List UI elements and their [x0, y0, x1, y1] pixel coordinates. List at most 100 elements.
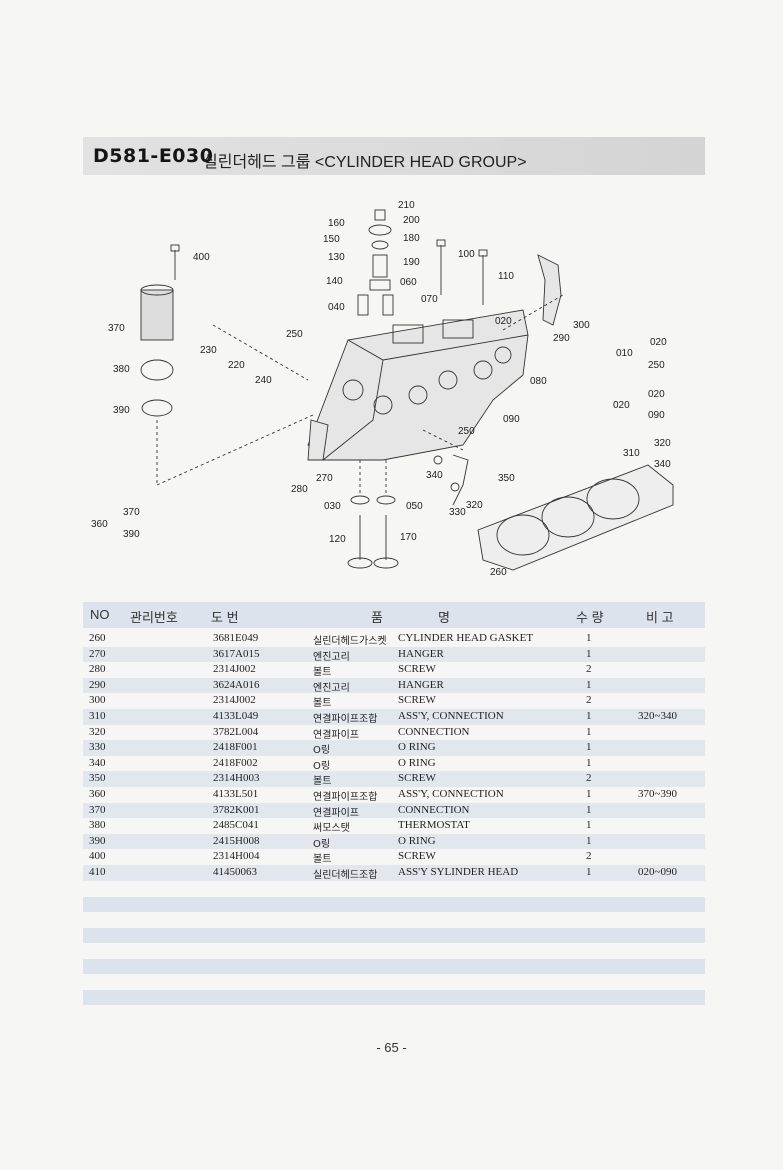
cell-qty: 1: [586, 865, 592, 878]
svg-text:080: 080: [530, 376, 547, 387]
svg-text:120: 120: [329, 534, 346, 545]
cell-qty: 1: [586, 756, 592, 769]
header-qty: 수 량: [576, 610, 604, 625]
cell-no: 290: [89, 678, 106, 691]
cell-qty: 1: [586, 834, 592, 847]
cell-part: 3681E049: [213, 632, 259, 644]
svg-text:050: 050: [406, 501, 423, 512]
cell-qty: 2: [586, 663, 592, 676]
svg-text:230: 230: [200, 345, 217, 356]
cell-qty: 1: [586, 678, 592, 691]
cell-qty: 1: [586, 787, 592, 800]
section-name: 실린더헤드 그룹 <CYLINDER HEAD GROUP>: [203, 154, 527, 171]
cell-qty: 2: [586, 772, 592, 785]
cell-en: CONNECTION: [398, 725, 470, 738]
svg-text:110: 110: [498, 271, 514, 282]
cell-kr: 엔진고리: [313, 651, 350, 663]
cell-kr: 볼트: [313, 854, 332, 866]
svg-text:310: 310: [623, 448, 640, 459]
svg-text:340: 340: [426, 470, 443, 481]
svg-text:040: 040: [328, 302, 345, 313]
svg-text:280: 280: [291, 484, 308, 495]
svg-text:190: 190: [403, 257, 420, 268]
cell-no: 390: [89, 834, 106, 847]
cell-remark: 320~340: [638, 709, 677, 722]
svg-text:160: 160: [328, 218, 345, 229]
svg-text:130: 130: [328, 252, 345, 263]
cell-no: 260: [89, 632, 106, 644]
svg-text:020: 020: [648, 389, 665, 400]
empty-row-band: [83, 897, 705, 912]
empty-row-band: [83, 928, 705, 943]
svg-text:200: 200: [403, 215, 420, 226]
svg-text:210: 210: [398, 200, 415, 211]
cell-part: 4133L049: [213, 709, 259, 722]
header-name-b: 명: [438, 610, 450, 625]
cell-no: 320: [89, 725, 106, 738]
cell-kr: O링: [313, 760, 331, 772]
cell-kr: 써모스탯: [313, 823, 350, 835]
svg-text:320: 320: [654, 438, 671, 449]
svg-text:020: 020: [495, 316, 512, 327]
empty-row-band: [83, 959, 705, 974]
cell-en: SCREW: [398, 772, 436, 785]
cell-kr: 실린더헤드가스켓: [313, 636, 387, 647]
cell-no: 270: [89, 647, 106, 660]
cell-en: ASS'Y, CONNECTION: [398, 709, 504, 722]
cell-en: O RING: [398, 741, 436, 754]
svg-text:100: 100: [458, 249, 475, 260]
svg-text:400: 400: [193, 252, 210, 263]
cell-part: 41450063: [213, 865, 257, 878]
cell-kr: 실린더헤드조합: [313, 869, 378, 881]
svg-text:090: 090: [503, 414, 520, 425]
svg-text:390: 390: [123, 529, 140, 540]
cell-remark: 370~390: [638, 787, 677, 800]
cell-qty: 1: [586, 741, 592, 754]
svg-text:330: 330: [449, 507, 466, 518]
svg-text:340: 340: [654, 459, 671, 470]
svg-text:380: 380: [113, 364, 130, 375]
cell-part: 2314J002: [213, 694, 256, 707]
svg-text:030: 030: [324, 501, 341, 512]
svg-text:010: 010: [616, 348, 633, 359]
cell-part: 2415H008: [213, 834, 260, 847]
cell-no: 280: [89, 663, 106, 676]
cell-kr: 볼트: [313, 776, 332, 788]
cell-qty: 2: [586, 694, 592, 707]
cell-kr: 볼트: [313, 667, 332, 679]
cell-en: THERMOSTAT: [398, 819, 470, 832]
cell-kr: 연결파이프: [313, 807, 359, 819]
cell-part: 2314H004: [213, 850, 260, 863]
cell-no: 350: [89, 772, 106, 785]
svg-text:170: 170: [400, 532, 417, 543]
section-code: D581-E030: [93, 145, 214, 167]
svg-text:390: 390: [113, 405, 130, 416]
svg-text:270: 270: [316, 473, 333, 484]
svg-text:250: 250: [286, 329, 303, 340]
svg-text:150: 150: [323, 234, 340, 245]
svg-text:090: 090: [648, 410, 665, 421]
cell-qty: 1: [586, 709, 592, 722]
header-name-a: 품: [371, 610, 383, 625]
svg-text:140: 140: [326, 276, 343, 287]
svg-text:250: 250: [648, 360, 665, 371]
cell-part: 3617A015: [213, 647, 260, 660]
cell-no: 380: [89, 819, 106, 832]
cell-kr: 연결파이프: [313, 729, 359, 741]
header-mgmt-no: 관리번호: [130, 610, 178, 625]
svg-text:260: 260: [490, 567, 507, 578]
